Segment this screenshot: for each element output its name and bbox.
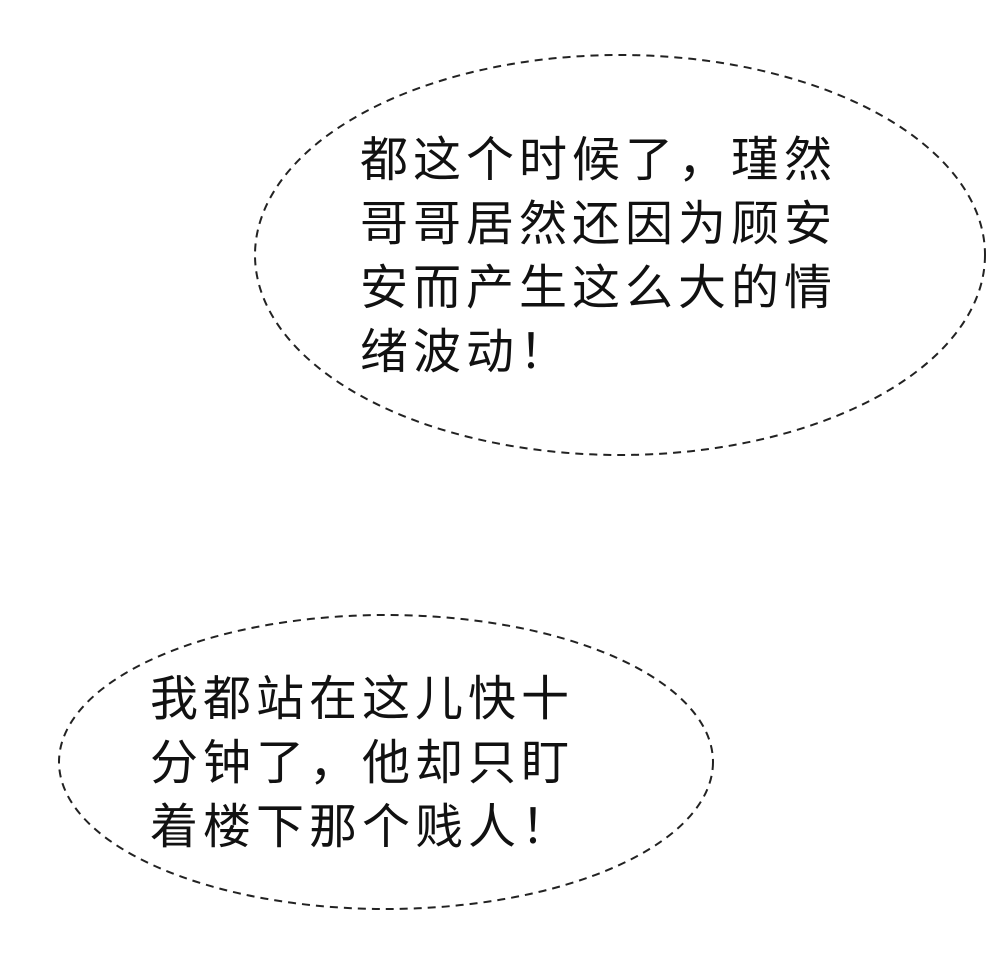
- speech-line: 安而产生这么大的情: [360, 260, 838, 316]
- speech-bubble-outline: [254, 54, 986, 456]
- speech-bubble-text: 我都站在这儿快十 分钟了，他却只盯 着楼下那个贱人！: [150, 667, 574, 859]
- speech-bubble-top: 都这个时候了，瑾然 哥哥居然还因为顾安 安而产生这么大的情 绪波动！: [250, 50, 990, 460]
- speech-line: 我都站在这儿快十: [150, 671, 575, 727]
- speech-line: 哥哥居然还因为顾安: [360, 196, 838, 252]
- speech-line: 绪波动！: [360, 324, 573, 380]
- speech-line: 着楼下那个贱人！: [150, 799, 575, 855]
- speech-bubble-text: 都这个时候了，瑾然 哥哥居然还因为顾安 安而产生这么大的情 绪波动！: [360, 128, 837, 384]
- speech-bubble-bottom: 我都站在这儿快十 分钟了，他却只盯 着楼下那个贱人！: [55, 612, 717, 912]
- speech-bubble-outline: [58, 614, 714, 910]
- speech-line: 都这个时候了，瑾然: [360, 132, 838, 188]
- speech-line: 分钟了，他却只盯: [150, 735, 575, 791]
